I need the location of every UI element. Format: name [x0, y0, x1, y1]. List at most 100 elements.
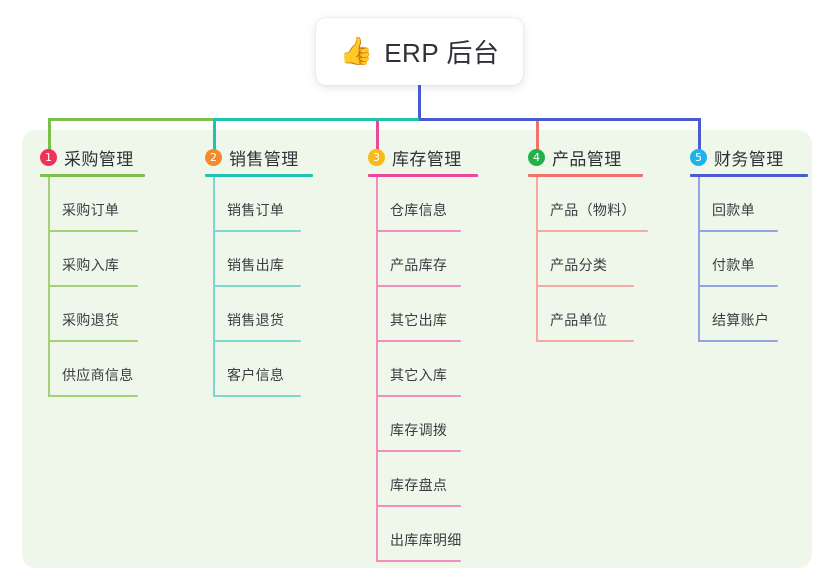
leaf-node[interactable]: 客户信息 [205, 342, 301, 397]
leaf-node-label: 产品单位 [550, 312, 608, 328]
branch-item-list: 仓库信息产品库存其它出库其它入库库存调拨库存盘点出库库明细 [368, 177, 462, 562]
leaf-node[interactable]: 其它出库 [368, 287, 462, 342]
branch-spine [536, 177, 538, 342]
leaf-node-underline [698, 230, 778, 232]
branch-column-采购管理: 1 采购管理采购订单采购入库采购退货供应商信息 [40, 144, 145, 397]
leaf-node-label: 采购退货 [62, 312, 120, 328]
leaf-node-label: 销售出库 [227, 257, 285, 273]
leaf-node-label: 销售退货 [227, 312, 285, 328]
leaf-node[interactable]: 供应商信息 [40, 342, 138, 397]
thumbs-up-icon: 👍 [339, 36, 374, 66]
leaf-node-underline [376, 230, 461, 232]
leaf-node[interactable]: 产品库存 [368, 232, 462, 287]
leaf-node-label: 付款单 [712, 257, 755, 273]
branch-header-underline [690, 174, 808, 177]
leaf-node[interactable]: 付款单 [690, 232, 784, 287]
leaf-node[interactable]: 出库库明细 [368, 507, 462, 562]
branch-title-label: 销售管理 [229, 149, 299, 169]
leaf-node[interactable]: 产品分类 [528, 232, 634, 287]
leaf-node[interactable]: 采购退货 [40, 287, 138, 342]
branch-drop-line-5 [698, 121, 701, 151]
leaf-node[interactable]: 采购订单 [40, 177, 138, 232]
leaf-node[interactable]: 产品单位 [528, 287, 634, 342]
leaf-node-label: 出库库明细 [390, 532, 462, 548]
leaf-node-label: 产品库存 [390, 257, 448, 273]
branch-spine [698, 177, 700, 342]
leaf-node-label: 采购订单 [62, 202, 120, 218]
root-node-label: ERP 后台 [384, 38, 500, 68]
branch-item-list: 产品（物料） 产品分类产品单位 [528, 177, 648, 342]
leaf-node-label: 产品分类 [550, 257, 608, 273]
leaf-node[interactable]: 销售出库 [205, 232, 301, 287]
leaf-node[interactable]: 采购入库 [40, 232, 138, 287]
leaf-node-underline [376, 285, 461, 287]
leaf-node[interactable]: 库存盘点 [368, 452, 462, 507]
branch-item-list: 采购订单采购入库采购退货供应商信息 [40, 177, 138, 397]
leaf-node-underline [536, 340, 634, 342]
branch-number-badge: 5 [690, 148, 707, 166]
branch-title-label: 产品管理 [552, 149, 622, 169]
branch-header-underline [528, 174, 643, 177]
branch-drop-line-1 [48, 121, 51, 151]
branch-title-label: 采购管理 [64, 149, 134, 169]
leaf-node-label: 销售订单 [227, 202, 285, 218]
branch-header-采购管理[interactable]: 1 采购管理 [40, 144, 134, 170]
branch-header-underline [205, 174, 313, 177]
leaf-node-label: 库存调拨 [390, 422, 448, 438]
leaf-node[interactable]: 产品（物料） [528, 177, 648, 232]
leaf-node-label: 其它出库 [390, 312, 448, 328]
leaf-node[interactable]: 销售订单 [205, 177, 301, 232]
leaf-node-label: 客户信息 [227, 367, 285, 383]
leaf-node-underline [376, 505, 461, 507]
branch-spine [376, 177, 378, 562]
leaf-node[interactable]: 库存调拨 [368, 397, 462, 452]
branch-header-财务管理[interactable]: 5 财务管理 [690, 144, 784, 170]
leaf-node-underline [698, 285, 778, 287]
leaf-node-label: 采购入库 [62, 257, 120, 273]
leaf-node-underline [376, 340, 461, 342]
diagram-panel [22, 130, 812, 568]
leaf-node-label: 结算账户 [712, 312, 770, 328]
branch-number-badge: 2 [205, 148, 222, 166]
leaf-node[interactable]: 销售退货 [205, 287, 301, 342]
branch-item-list: 销售订单销售出库销售退货客户信息 [205, 177, 301, 397]
branch-header-underline [40, 174, 145, 177]
bus-segment-green [48, 118, 215, 121]
leaf-node-underline [698, 340, 778, 342]
leaf-node-label: 产品（物料） [550, 202, 636, 218]
branch-number-badge: 4 [528, 148, 545, 166]
leaf-node-underline [536, 285, 634, 287]
leaf-node-underline [376, 560, 461, 562]
leaf-node-underline [213, 285, 301, 287]
branch-title-label: 财务管理 [714, 149, 784, 169]
leaf-node-underline [48, 395, 138, 397]
leaf-node[interactable]: 回款单 [690, 177, 784, 232]
leaf-node-underline [48, 230, 138, 232]
leaf-node[interactable]: 仓库信息 [368, 177, 462, 232]
leaf-node-underline [48, 285, 138, 287]
branch-number-badge: 1 [40, 148, 57, 166]
bus-segment-teal [213, 118, 421, 121]
branch-column-产品管理: 4 产品管理产品（物料） 产品分类产品单位 [528, 144, 648, 342]
branch-item-list: 回款单付款单结算账户 [690, 177, 784, 342]
branch-spine [213, 177, 215, 397]
leaf-node-underline [48, 340, 138, 342]
branch-header-产品管理[interactable]: 4 产品管理 [528, 144, 622, 170]
branch-header-销售管理[interactable]: 2 销售管理 [205, 144, 299, 170]
branch-column-销售管理: 2 销售管理销售订单销售出库销售退货客户信息 [205, 144, 313, 397]
root-node-erp-backend[interactable]: 👍 ERP 后台 [316, 18, 523, 85]
leaf-node-underline [376, 395, 461, 397]
branch-drop-line-4 [536, 121, 539, 151]
leaf-node-label: 仓库信息 [390, 202, 448, 218]
leaf-node-underline [213, 230, 301, 232]
leaf-node-label: 库存盘点 [390, 477, 448, 493]
branch-title-label: 库存管理 [392, 149, 462, 169]
leaf-node[interactable]: 结算账户 [690, 287, 784, 342]
leaf-node[interactable]: 其它入库 [368, 342, 462, 397]
leaf-node-underline [213, 340, 301, 342]
branch-header-underline [368, 174, 478, 177]
leaf-node-underline [213, 395, 301, 397]
